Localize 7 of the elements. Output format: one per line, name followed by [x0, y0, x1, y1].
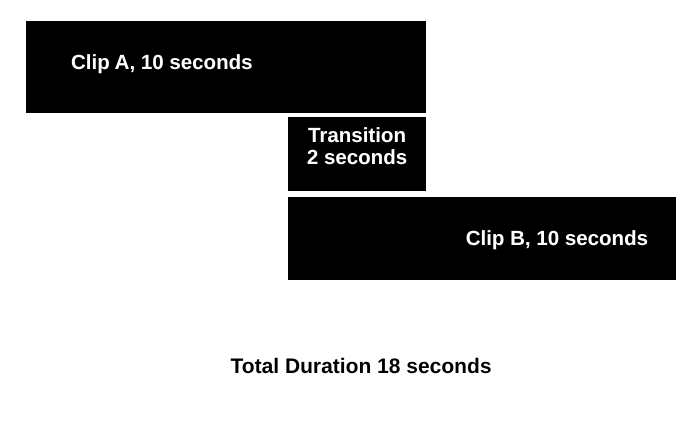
bar-label: Clip B, 10 seconds [466, 228, 648, 250]
total-duration-note: Total Duration 18 seconds [230, 355, 492, 379]
bar-label: Clip A, 10 seconds [71, 52, 253, 74]
clip-bar [288, 197, 676, 280]
bar-label: Transition 2 seconds [306, 125, 408, 169]
clip-bar [26, 21, 426, 113]
transition-bar [288, 117, 426, 191]
